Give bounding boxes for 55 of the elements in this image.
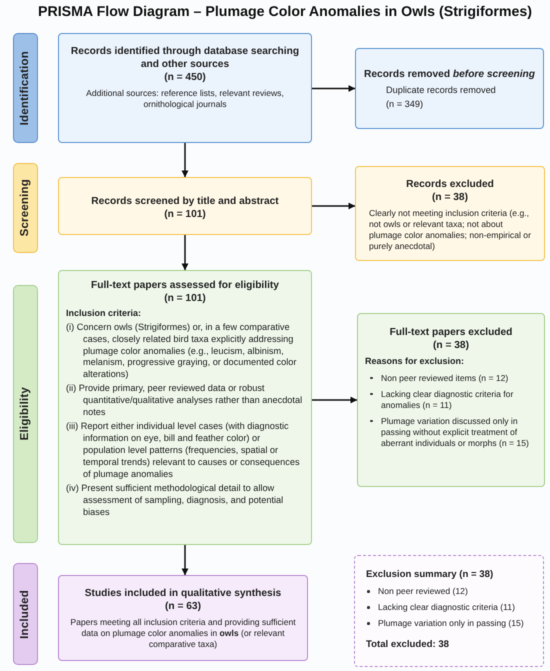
box-heading: Full-text papers excluded: [388, 326, 514, 340]
stage-label: Eligibility: [18, 387, 32, 441]
description-text: Additional sources: reference lists, relevant reviews, ornithological journals: [85, 88, 285, 110]
stage-label: Screening: [18, 179, 32, 237]
arrow: [312, 202, 356, 210]
description-text: Duplicate records removed: [385, 85, 497, 97]
box-heading: Exclusion summary (n = 38): [365, 569, 494, 582]
diagram-title: PRISMA Flow Diagram – Plumage Color Anomalies in Owls (Strigiformes): [38, 4, 532, 20]
description-text: (n = 349): [385, 98, 424, 111]
total-label: Total excluded: 38: [365, 639, 450, 652]
count-label: (n = 101): [163, 292, 207, 306]
bullet-item: Lacking clear diagnostic criteria (11): [362, 602, 536, 614]
description-text: Papers meeting all inclusion criteria and providing sufficient data on plumage color anomalies in owls (or relevant comparative taxa): [69, 617, 297, 650]
description-text: Clearly not meeting inclusion criteria (e.g., not owls or relevant taxa; not about plumage color anomalies; non-empirical or purely anecdotal): [368, 208, 532, 252]
process-box: [58, 575, 308, 661]
bullet-item: Lacking clear diagnostic criteria for anomalies (n = 11): [365, 388, 537, 411]
stage-label: Included: [18, 590, 32, 638]
box-heading: Full-text papers assessed for eligibility: [90, 279, 280, 292]
box-heading: Records excluded: [405, 178, 495, 192]
count-label: (n = 38): [432, 339, 470, 352]
process-box: [355, 166, 545, 261]
criterion-text: (iv) Present sufficient methodological detail to allow assessment of sampling, diagnosis, and potential biases: [66, 483, 284, 519]
box-heading: Records removed before screening: [363, 68, 536, 82]
bullet-item: Non peer reviewed items (n = 12): [365, 372, 537, 384]
process-box: [357, 313, 545, 487]
arrow: [312, 85, 356, 92]
criterion-text: (ii) Provide primary, peer reviewed data or robust quantitative/qualitative analyses rather than anecdotal notes: [66, 383, 304, 420]
stage-label: Identification: [18, 50, 32, 126]
bullet-item: Plumage variation discussed only in passing without explicit treatment of aberrant individuals or morphs (n = 15): [365, 416, 537, 449]
bullet-item: Non peer reviewed (12): [362, 586, 536, 598]
summary-box: [354, 555, 544, 667]
bullet-item: Plumage variation only in passing (15): [362, 618, 536, 630]
count-label: (n = 38): [431, 191, 469, 204]
box-heading: Records screened by title and abstract: [90, 195, 280, 208]
arrow: [312, 396, 358, 404]
count-label: (n = 101): [163, 208, 207, 222]
criterion-text: (iii) Report either individual level cases (with diagnostic information on eye, bill and feather color) or population level patterns (frequencies, spatial or temporal trends) relevant to causes or consequences of plumage anomalies: [66, 421, 301, 481]
criterion-text: (i) Concern owls (Strigiformes) or, in a few comparative cases, closely related bird taxa explicitly addressing plumage color anomalies (e.g., leucism, albinism, melanism, progressive graying, or documented color alterations): [66, 322, 298, 382]
stage-band: [13, 563, 38, 665]
stage-band: [13, 33, 38, 143]
stage-band: [13, 163, 38, 253]
count-label: (n = 450): [163, 71, 207, 84]
box-heading: Studies included in qualitative synthesis: [84, 587, 282, 600]
stage-band: [13, 285, 38, 543]
arrow: [182, 143, 188, 178]
process-box: [58, 177, 312, 235]
arrow: [182, 545, 188, 576]
reasons-heading: Reasons for exclusion:: [365, 356, 466, 368]
criteria-heading: Inclusion criteria:: [66, 308, 142, 320]
process-box: [58, 270, 312, 545]
process-box: [355, 48, 544, 129]
process-box: [58, 33, 312, 143]
arrow: [182, 235, 188, 270]
count-label: (n = 63): [164, 600, 202, 614]
box-heading: Records identified through database searching and other sources: [70, 45, 300, 72]
